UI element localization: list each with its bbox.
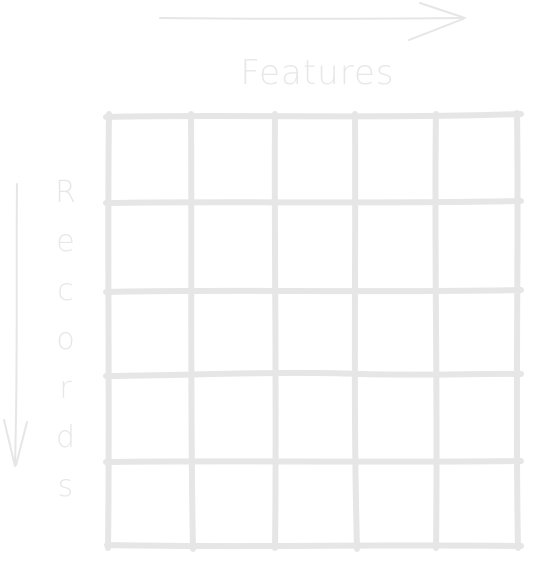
columns-axis-label: Features [240, 53, 395, 93]
rows-axis-letter: d [55, 420, 77, 455]
rows-axis-letter: e [56, 224, 76, 259]
rows-axis-letter: R [55, 175, 77, 210]
arrow-right-icon [159, 2, 466, 41]
rows-axis-letter: s [57, 469, 75, 504]
arrow-down-icon [3, 183, 28, 467]
rows-axis-letter: c [57, 273, 75, 308]
rows-axis-letter: r [59, 371, 73, 406]
rows-axis-letter: o [56, 322, 76, 357]
grid-lines [103, 110, 524, 552]
